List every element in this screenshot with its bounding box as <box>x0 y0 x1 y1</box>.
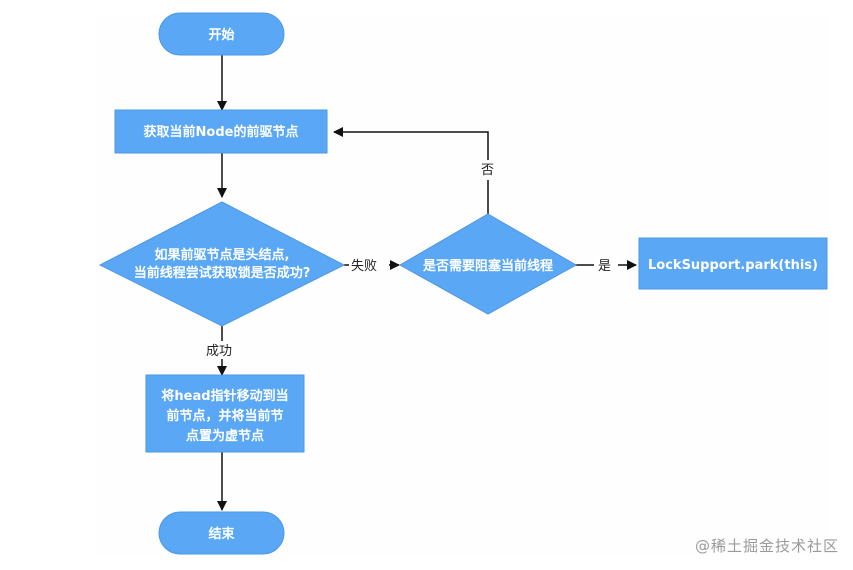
need-block-decision <box>398 213 578 315</box>
end-node <box>158 511 285 555</box>
check-head-decision <box>98 201 346 327</box>
edge-label-yes: 是 <box>598 259 611 274</box>
check-head-label-line1: 如果前驱节点是头结点, <box>155 247 290 263</box>
set-head-label-line2: 前节点，并将当前节 <box>166 408 283 424</box>
set-head-label-line1: 将head指针移动到当 <box>161 388 288 404</box>
park-node <box>638 237 828 290</box>
watermark-text: @稀土掘金技术社区 <box>694 537 839 555</box>
fail-label-bg <box>349 256 389 274</box>
check-head-label-line2: 当前线程尝试获取锁是否成功? <box>134 265 311 281</box>
edge-label-success: 成功 <box>206 344 232 359</box>
edge-need-block-to-get-predecessor <box>333 127 489 214</box>
get-predecessor-label: 获取当前Node的前驱节点 <box>144 124 299 140</box>
no-label-bg <box>479 160 497 180</box>
edge-label-fail: 失败 <box>351 259 377 274</box>
get-predecessor-node <box>114 109 328 154</box>
need-block-label: 是否需要阻塞当前线程 <box>422 258 553 274</box>
yes-label-bg <box>594 256 618 274</box>
end-node-label: 结束 <box>208 526 235 542</box>
success-label-bg <box>205 341 239 359</box>
start-node <box>158 12 285 56</box>
start-node-label: 开始 <box>208 27 234 43</box>
park-label: LockSupport.park(this) <box>648 258 818 273</box>
set-head-label-line3: 点置为虚节点 <box>186 428 264 444</box>
set-head-node <box>145 374 305 453</box>
edge-label-no: 否 <box>481 163 494 178</box>
